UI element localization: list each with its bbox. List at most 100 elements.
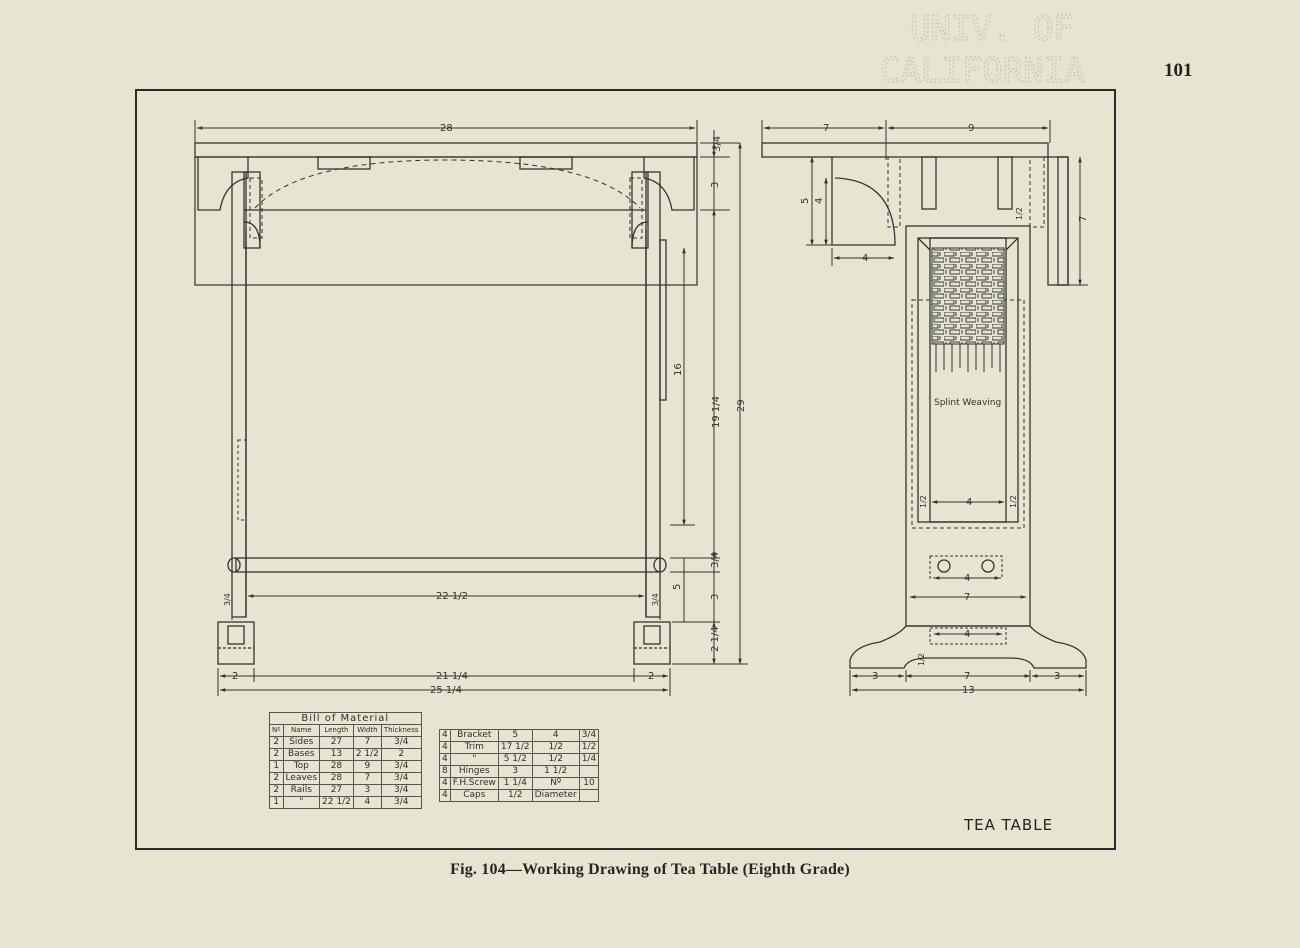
table-cell: 17 1/2 bbox=[497, 741, 533, 754]
table-cell: 8 bbox=[439, 765, 451, 778]
table-cell: " bbox=[282, 796, 321, 809]
table-cell: 27 bbox=[319, 736, 354, 749]
splint-weaving-label: Splint Weaving bbox=[934, 398, 1001, 408]
side-dimension-lines bbox=[761, 120, 1088, 696]
dim-side-top-left: 7 bbox=[823, 123, 829, 134]
dim-weave-width: 4 bbox=[966, 497, 972, 508]
table-cell: 4 bbox=[531, 729, 580, 742]
dim-bracket-w: 4 bbox=[862, 253, 868, 264]
table-cell: 4 bbox=[439, 789, 451, 802]
table-cell: 28 bbox=[319, 772, 354, 785]
table-cell: 5 bbox=[497, 729, 533, 742]
side-dimension-labels: 7 9 5 4 4 1/2 7 Splint Weaving 1/2 4 1/2… bbox=[800, 123, 1089, 696]
table-cell bbox=[578, 789, 600, 802]
dim-overall-base: 25 1/4 bbox=[430, 685, 462, 696]
front-view bbox=[194, 142, 698, 665]
figure-caption: Fig. 104—Working Drawing of Tea Table (E… bbox=[450, 861, 850, 878]
table-cell: 1 bbox=[269, 796, 284, 809]
table-cell: 4 bbox=[439, 729, 451, 742]
stamp-line-1: UNIV. OF bbox=[910, 9, 1074, 49]
table-cell: Leaves bbox=[282, 772, 321, 785]
table-cell: Bracket bbox=[449, 729, 499, 742]
table-cell: Bases bbox=[282, 748, 321, 761]
bill-of-material-table: Bill of Material Nº Name Length Width Th… bbox=[269, 712, 422, 809]
table-cell: 2 1/2 bbox=[352, 748, 382, 761]
dim-height-19: 19 1/4 bbox=[711, 396, 722, 428]
dim-foot: 2 1/4 bbox=[710, 626, 721, 652]
table-cell: 28 bbox=[319, 760, 354, 773]
front-dimension-lines bbox=[194, 120, 748, 696]
table-cell: 1 1/2 bbox=[531, 765, 580, 778]
table-cell: F.H.Screw bbox=[449, 777, 499, 790]
page-number: 101 bbox=[1164, 60, 1193, 81]
table-cell: 4 bbox=[352, 796, 382, 809]
table-cell: 3/4 bbox=[380, 796, 422, 809]
table-cell: 2 bbox=[380, 748, 422, 761]
table-cell: 2 bbox=[269, 772, 284, 785]
table-cell: 2 bbox=[269, 736, 284, 749]
dim-base-span: 21 1/4 bbox=[436, 671, 468, 682]
table-cell: 13 bbox=[319, 748, 354, 761]
dim-weave-inset-l: 1/2 bbox=[919, 495, 928, 508]
dim-foot-notch: 1/2 bbox=[917, 653, 926, 666]
table-cell: 5 1/2 bbox=[497, 753, 533, 766]
table-cell: 3 bbox=[352, 784, 382, 797]
table-cell: 2 bbox=[269, 784, 284, 797]
table-cell bbox=[578, 765, 600, 778]
front-dimension-labels: 28 3/4 3 16 19 1/4 29 3/4 5 3 2 1/4 22 1… bbox=[223, 123, 747, 696]
table-cell: 10 bbox=[578, 777, 600, 790]
table-cell: 1/4 bbox=[578, 753, 600, 766]
table-cell: Caps bbox=[449, 789, 499, 802]
table-cell: Sides bbox=[282, 736, 321, 749]
stamp-line-2: CALIFORNIA bbox=[880, 51, 1085, 90]
drawing-title: TEA TABLE bbox=[964, 816, 1054, 834]
table-cell: 3/4 bbox=[578, 729, 600, 742]
dim-side-top-right: 9 bbox=[968, 123, 974, 134]
table-cell: Top bbox=[282, 760, 321, 773]
table-cell: 1/2 bbox=[531, 741, 580, 754]
table-cell: Hinges bbox=[449, 765, 499, 778]
table-cell: 3/4 bbox=[380, 772, 422, 785]
hinge-left bbox=[317, 156, 371, 170]
library-stamp: UNIV. OF CALIFORNIA bbox=[880, 8, 1085, 90]
dim-top-thickness: 3/4 bbox=[712, 136, 723, 152]
header-number: Nº bbox=[269, 724, 284, 737]
table-cell: Diameter bbox=[531, 789, 580, 802]
table-cell: 1/2 bbox=[531, 753, 580, 766]
dim-rail: 3/4 bbox=[710, 552, 721, 568]
table-cell: 1 1/4 bbox=[497, 777, 533, 790]
header-width: Width bbox=[352, 724, 382, 737]
table-cell: 2 bbox=[269, 748, 284, 761]
table-cell: 22 1/2 bbox=[319, 796, 354, 809]
table-cell: " bbox=[449, 753, 499, 766]
table-cell: 1 bbox=[269, 760, 284, 773]
bill-of-material-title: Bill of Material bbox=[269, 712, 422, 725]
table-cell: 4 bbox=[439, 741, 451, 754]
dim-top-width: 28 bbox=[440, 123, 453, 134]
dim-base-gap: 3 bbox=[710, 594, 721, 600]
dim-leaf-t: 1/2 bbox=[1015, 207, 1024, 220]
dim-apron: 3 bbox=[710, 182, 721, 188]
header-name: Name bbox=[282, 724, 321, 737]
dim-leaf-h: 7 bbox=[1078, 216, 1089, 222]
dim-side-base-right: 3 bbox=[1054, 671, 1060, 682]
table-cell: 3/4 bbox=[380, 784, 422, 797]
table-cell: 3/4 bbox=[380, 736, 422, 749]
table-cell: 9 bbox=[352, 760, 382, 773]
table-cell: 7 bbox=[352, 736, 382, 749]
dim-rail-length: 22 1/2 bbox=[436, 591, 468, 602]
dim-side-base-mid: 7 bbox=[964, 671, 970, 682]
header-thickness: Thickness bbox=[380, 724, 422, 737]
table-cell: 4 bbox=[439, 753, 451, 766]
dim-base-right: 2 bbox=[648, 671, 654, 682]
table-cell: 1/2 bbox=[578, 741, 600, 754]
dim-rail-end-left: 3/4 bbox=[223, 593, 232, 606]
